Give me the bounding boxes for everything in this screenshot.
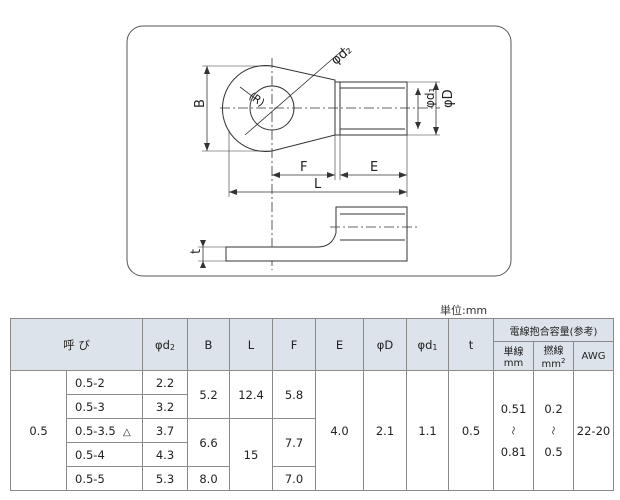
cell-name: 0.5-3.5 △ (66, 418, 143, 443)
cell-t: 0.5 (448, 370, 494, 491)
cell-d2: 3.2 (142, 394, 188, 419)
stranded-top: 0.2 (544, 402, 563, 416)
side-view (198, 206, 420, 268)
table-row: 0.5-3.5 △ 3.7 6.6 15 7.7 (11, 418, 614, 491)
header-single: 単線mm (493, 341, 534, 371)
table-row: 0.5 0.5-2 2.2 5.2 12.4 5.8 4.0 2.1 1.1 0… (10, 370, 615, 491)
stranded-bottom: 0.5 (544, 445, 563, 459)
drawing-frame (126, 25, 512, 277)
cell-d1: 1.1 (406, 370, 449, 491)
cell-d2: 5.3 (142, 466, 188, 491)
top-view (202, 47, 440, 270)
cell-f: 7.0 (272, 466, 316, 491)
header-t: t (448, 318, 494, 371)
header-b: B (187, 318, 230, 371)
cell-group: 0.5 (10, 370, 67, 491)
cell-e: 4.0 (315, 370, 364, 491)
header-d1: φd1 (406, 318, 449, 371)
dim-label-t: t (189, 249, 204, 254)
cell-awg: 22-20 (572, 370, 615, 491)
single-bottom: 0.81 (500, 445, 527, 459)
dim-label-l: L (314, 177, 322, 192)
single-top: 0.51 (500, 402, 527, 416)
cell-b: 6.6 (187, 418, 230, 467)
header-d: φD (363, 318, 407, 371)
header-name: 呼 び (10, 318, 143, 371)
cell-single: 0.51 〜 0.81 (493, 370, 534, 491)
cell-name: 0.5-5 (66, 466, 143, 491)
cell-b: 5.2 (187, 370, 230, 419)
dim-label-f: F (300, 160, 307, 175)
cell-l: 15 (229, 418, 273, 491)
header-capacity: 電線抱合容量(参考) (492, 318, 615, 342)
cell-f: 5.8 (272, 370, 316, 419)
header-l: L (229, 318, 273, 371)
cell-d2: 4.3 (142, 442, 188, 467)
cell-d: 2.1 (363, 370, 407, 491)
terminal-drawing: φd₂ (R) B φd₁ φD F E L t (126, 25, 512, 277)
spec-table: 呼 び φd2 B L F E φD φd1 t 電線抱合容量(参考) 単線mm… (10, 318, 615, 491)
cell-b: 8.0 (187, 466, 230, 491)
dim-label-e: E (370, 160, 378, 175)
cell-l: 12.4 (229, 370, 273, 419)
cell-name: 0.5-4 (66, 442, 143, 467)
cell-f: 7.7 (272, 418, 316, 467)
cell-d2: 2.2 (142, 370, 188, 395)
dim-label-d1: φd₁ (423, 87, 437, 108)
header-awg: AWG (572, 341, 615, 371)
cell-name: 0.5-2 (66, 370, 143, 395)
header-stranded: 撚線mm2 (533, 341, 574, 371)
header-f: F (272, 318, 316, 371)
dimension-arrows (200, 66, 439, 268)
triangle-mark: △ (123, 426, 131, 438)
unit-label: 単位:mm (440, 304, 488, 317)
cell-d2: 3.7 (142, 418, 188, 443)
stranded-tilde: 〜 (547, 425, 557, 435)
header-d2: φd2 (142, 318, 188, 371)
dim-label-d: φD (441, 89, 456, 108)
table-row: 0.5-3 3.2 (11, 394, 614, 419)
header-e: E (315, 318, 364, 371)
cell-name: 0.5-3 (66, 394, 143, 419)
table-row: 0.5-5 5.3 8.0 7.0 (11, 466, 614, 491)
cell-stranded: 0.2 〜 0.5 (533, 370, 574, 491)
single-tilde: 〜 (507, 425, 517, 435)
dim-label-b: B (193, 99, 208, 108)
